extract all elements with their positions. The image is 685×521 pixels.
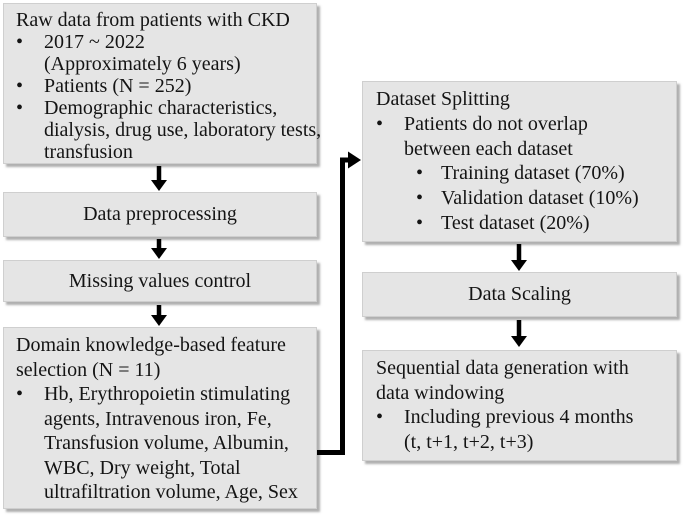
bullet-icon: • [416,162,424,185]
line-text: Test dataset (20%) [441,211,590,234]
title-text: selection (N = 11) [16,358,161,381]
box-dataset-splitting: Dataset Splitting • Patients do not over… [362,81,677,242]
box-title: Raw data from patients with CKD [16,9,312,31]
box-title: Dataset Splitting [376,87,672,112]
sub-bullet-item: • Test dataset (20%) [376,211,672,236]
down-arrow-icon [511,320,527,347]
bullet-spacer [376,137,404,162]
bullet-item: • 2017 ~ 2022 [16,31,312,53]
bullet-item-continuation: agents, Intravenous iron, Fe, [16,407,312,432]
box-data-preprocessing: Data preprocessing [3,192,317,237]
bullet-spacer [16,119,44,141]
bullet-spacer [376,430,404,455]
line-text: Hb, Erythropoietin stimulating [44,383,291,405]
line-text: Patients do not overlap [404,112,588,135]
box-title: Data preprocessing [83,203,237,225]
line-text: dialysis, drug use, laboratory tests, [44,119,322,141]
line-text: WBC, Dry weight, Total [44,456,241,479]
line-text: agents, Intravenous iron, Fe, [44,407,272,430]
down-arrow-icon [151,166,167,191]
sub-bullet-item: • Training dataset (70%) [376,161,672,186]
bullet-icon: • [16,31,24,53]
title-text: Dataset Splitting [376,88,510,110]
box-raw-data: Raw data from patients with CKD • 2017 ~… [3,3,321,164]
bullet-icon: • [16,97,24,119]
line-text: Including previous 4 months [404,406,634,428]
bullet-item-continuation: Transfusion volume, Albumin, [16,431,312,456]
title-text: Raw data from patients with CKD [16,9,290,31]
bullet-item-continuation: between each dataset [376,137,672,162]
line-text: Validation dataset (10%) [441,187,639,210]
box-title: Domain knowledge-based feature [16,333,312,358]
line-text: Demographic characteristics, [44,97,278,119]
title-text: data windowing [376,381,505,404]
down-arrow-icon [151,305,167,326]
bullet-item: • Patients do not overlap [376,112,672,137]
line-text: (t, t+1, t+2, t+3) [404,430,534,453]
title-text: Domain knowledge-based feature [16,334,286,356]
line-text: ultrafiltration volume, Age, Sex [44,481,298,503]
box-sequential-data-generation: Sequential data generation with data win… [362,350,677,461]
box-data-scaling: Data Scaling [362,272,677,317]
line-text: (Approximately 6 years) [44,53,241,75]
line-text: transfusion [44,141,133,163]
box-title: Data Scaling [468,283,571,305]
bullet-icon: • [416,187,424,210]
bullet-item-continuation: WBC, Dry weight, Total [16,456,312,481]
line-text: Patients (N = 252) [44,75,192,97]
bullet-icon: • [416,211,424,234]
bullet-item: • Including previous 4 months [376,405,672,430]
bullet-item: • Hb, Erythropoietin stimulating [16,382,312,407]
bullet-item: • Demographic characteristics, [16,97,312,119]
sub-bullet-item: • Validation dataset (10%) [376,186,672,211]
bullet-spacer [16,407,44,432]
bullet-spacer [16,480,44,505]
down-arrow-icon [151,239,167,259]
bullet-spacer [16,456,44,481]
box-title: Sequential data generation with [376,356,672,381]
box-title-continuation: selection (N = 11) [16,358,312,383]
connector-arrow-icon [317,151,361,455]
bullet-icon: • [376,112,384,135]
title-text: Sequential data generation with [376,357,629,379]
line-text: Transfusion volume, Albumin, [44,432,289,454]
bullet-spacer [16,141,44,163]
bullet-item-continuation: dialysis, drug use, laboratory tests, [16,119,321,141]
box-missing-values-control: Missing values control [3,260,317,302]
bullet-icon: • [376,406,384,428]
bullet-item-continuation: ultrafiltration volume, Age, Sex [16,480,312,505]
line-text: 2017 ~ 2022 [44,31,145,53]
bullet-item: • Patients (N = 252) [16,75,312,97]
down-arrow-icon [511,244,527,271]
bullet-spacer [16,53,44,75]
line-text: between each dataset [404,137,573,160]
bullet-icon: • [16,75,24,97]
box-feature-selection: Domain knowledge-based feature selection… [3,327,317,509]
bullet-item-continuation: (Approximately 6 years) [16,53,312,75]
box-title-continuation: data windowing [376,381,672,406]
bullet-spacer [16,431,44,456]
bullet-item-continuation: (t, t+1, t+2, t+3) [376,430,672,455]
bullet-item-continuation: transfusion [16,141,312,163]
bullet-icon: • [16,383,24,405]
line-text: Training dataset (70%) [441,162,625,185]
box-title: Missing values control [68,269,252,292]
